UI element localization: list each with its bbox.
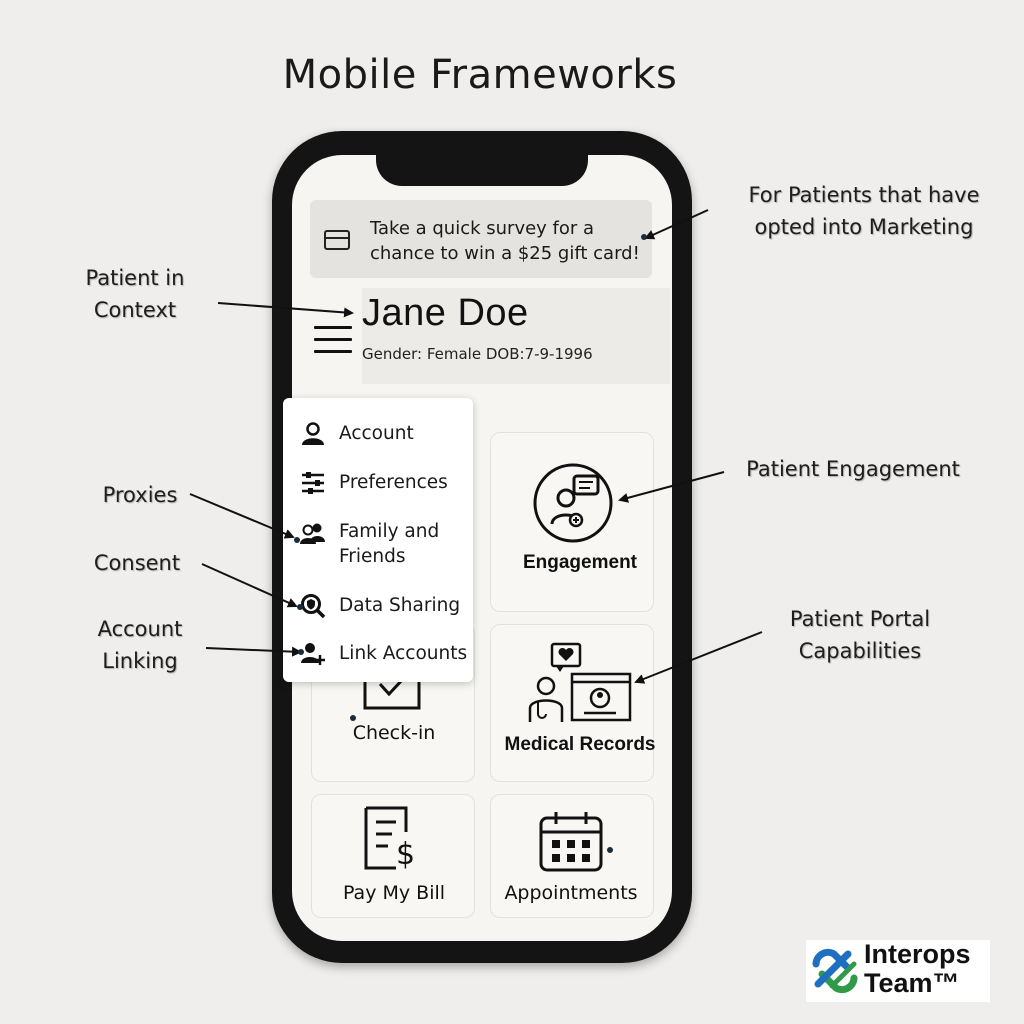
logo-line-1: Interops <box>864 939 971 969</box>
annotation-dot <box>607 847 613 853</box>
engagement-label: Engagement <box>522 552 638 573</box>
sliders-icon <box>300 470 326 496</box>
diagram-title: Mobile Frameworks <box>282 52 678 98</box>
person-icon <box>300 421 326 447</box>
engagement-icon <box>532 462 614 544</box>
calendar-icon <box>538 810 604 872</box>
callout-portal-capabilities: Patient Portal Capabilities <box>789 607 931 663</box>
annotation-dot <box>350 715 356 721</box>
callout-patient-in-context: Patient in Context <box>85 266 185 322</box>
callout-consent: Consent <box>93 551 181 575</box>
survey-text: Take a quick survey for a chance to win … <box>370 218 640 264</box>
menu-item-data-sharing[interactable]: Data Sharing <box>339 595 461 616</box>
medical-records-label: Medical Records <box>504 734 656 755</box>
add-user-icon <box>300 641 326 667</box>
logo-line-2: Team™ <box>864 968 960 998</box>
patient-header <box>362 288 670 384</box>
annotation-dot <box>294 537 300 543</box>
patient-details: Gender: Female DOB:7-9-1996 <box>362 345 593 363</box>
check-in-label: Check-in <box>352 722 436 744</box>
bill-icon: $ <box>362 806 420 872</box>
callout-patient-engagement: Patient Engagement <box>746 457 960 481</box>
callout-marketing: For Patients that have opted into Market… <box>748 183 980 239</box>
appointments-tile[interactable] <box>490 794 654 918</box>
pay-bill-label: Pay My Bill <box>342 882 446 904</box>
annotation-dot <box>641 234 647 240</box>
phone-notch <box>376 140 588 186</box>
people-icon <box>299 520 325 546</box>
menu-item-family-and-friends[interactable]: Family and Friends <box>339 521 440 567</box>
survey-banner[interactable] <box>310 200 652 278</box>
annotation-dot <box>297 604 303 610</box>
search-shield-icon <box>300 593 326 619</box>
callout-proxies: Proxies <box>102 483 178 507</box>
hamburger-menu-icon[interactable] <box>314 326 352 362</box>
menu-item-link-accounts[interactable]: Link Accounts <box>339 643 468 664</box>
appointments-label: Appointments <box>504 882 638 904</box>
callout-account-linking: Account Linking <box>97 617 183 673</box>
annotation-dot <box>298 649 304 655</box>
menu-item-preferences[interactable]: Preferences <box>339 472 448 493</box>
card-icon <box>324 230 350 250</box>
interops-logo-icon <box>808 944 862 998</box>
menu-item-account[interactable]: Account <box>339 423 414 444</box>
pay-bill-tile[interactable] <box>311 794 475 918</box>
logo-text: Interops Team™ <box>864 940 971 998</box>
medical-records-icon <box>526 640 632 726</box>
patient-name: Jane Doe <box>362 292 529 334</box>
checkbox-icon <box>362 672 422 712</box>
svg-text:$: $ <box>396 837 415 870</box>
